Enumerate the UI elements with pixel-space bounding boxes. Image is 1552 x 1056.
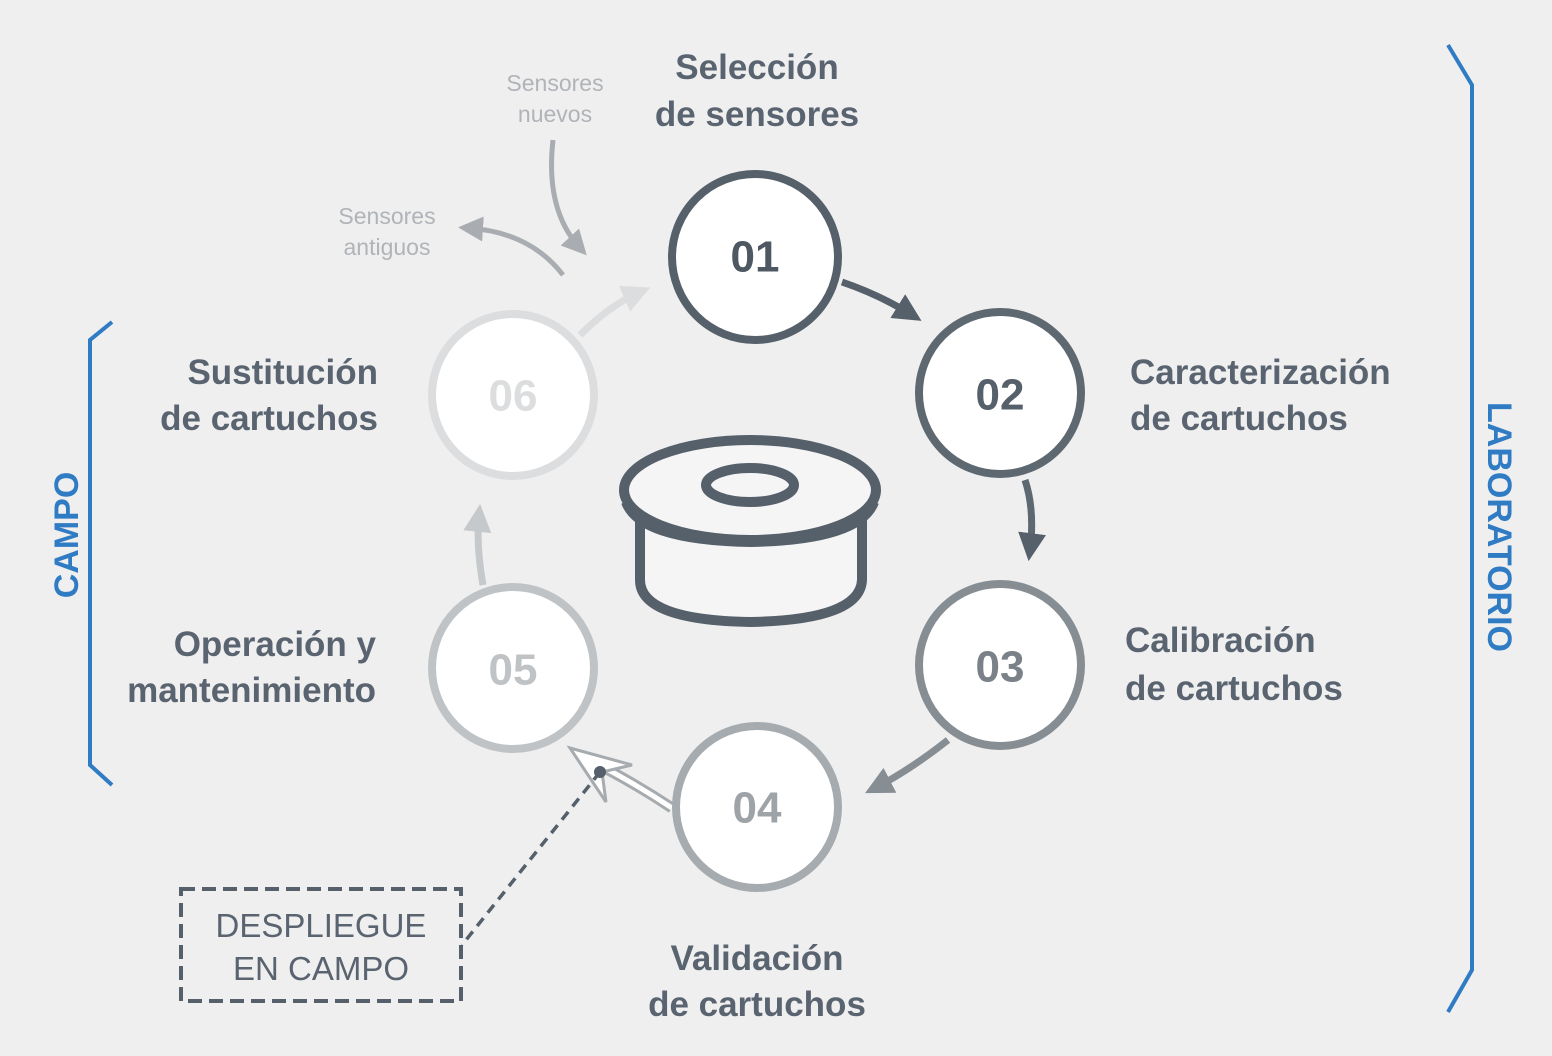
step-number: 01 <box>731 233 780 282</box>
deployment-connector <box>460 770 602 947</box>
step-04-label-line2: de cartuchos <box>648 985 866 1024</box>
step-01-label-line1: Selección <box>675 48 838 87</box>
step-number: 03 <box>976 643 1025 692</box>
cartridge-icon <box>619 435 881 628</box>
new-sensors-label-line1: Sensores <box>506 70 603 96</box>
arrow-03-04 <box>865 737 951 794</box>
new-sensors-label-line2: nuevos <box>518 101 592 127</box>
step-03-label-line1: Calibración <box>1125 621 1316 660</box>
step-05: 05 <box>428 583 598 753</box>
step-03-label-line2: de cartuchos <box>1125 669 1343 708</box>
step-number: 04 <box>733 784 782 833</box>
step-02-label-line1: Caracterización <box>1130 353 1391 392</box>
step-number: 05 <box>489 646 538 695</box>
step-02: 02 <box>915 308 1085 478</box>
new-sensors-arrow <box>549 139 587 256</box>
step-number: 06 <box>489 372 538 421</box>
step-01-label-line2: de sensores <box>655 95 859 134</box>
step-05-label-line1: Operación y <box>174 625 377 664</box>
step-04-label-line1: Validación <box>670 939 843 978</box>
old-sensors-arrow <box>458 216 565 277</box>
step-02-label-line2: de cartuchos <box>1130 399 1348 438</box>
step-01: 01 <box>668 170 842 344</box>
step-03: 03 <box>915 580 1085 750</box>
step-06-label-line2: de cartuchos <box>160 399 378 438</box>
arrow-02-03 <box>1018 478 1046 562</box>
deployment-line1: DESPLIEGUE <box>216 907 427 944</box>
old-sensors-label-line2: antiguos <box>344 234 431 260</box>
arrow-06-01 <box>577 285 651 338</box>
step-04: 04 <box>672 722 842 892</box>
lab-bracket <box>1446 43 1474 1013</box>
deployment-point <box>594 766 606 778</box>
step-number: 02 <box>976 371 1025 420</box>
field-group-label: CAMPO <box>48 472 86 599</box>
step-05-label-line2: mantenimiento <box>127 671 376 710</box>
deployment-box <box>179 887 463 1003</box>
step-06: 06 <box>428 310 598 480</box>
field-bracket <box>88 320 114 787</box>
lab-group-label: LABORATORIO <box>1480 402 1518 652</box>
step-06-label-line1: Sustitución <box>187 353 378 392</box>
old-sensors-label-line1: Sensores <box>338 203 435 229</box>
arrow-05-06 <box>463 503 492 586</box>
arrow-01-02 <box>840 278 922 321</box>
deployment-line2: EN CAMPO <box>233 950 409 987</box>
